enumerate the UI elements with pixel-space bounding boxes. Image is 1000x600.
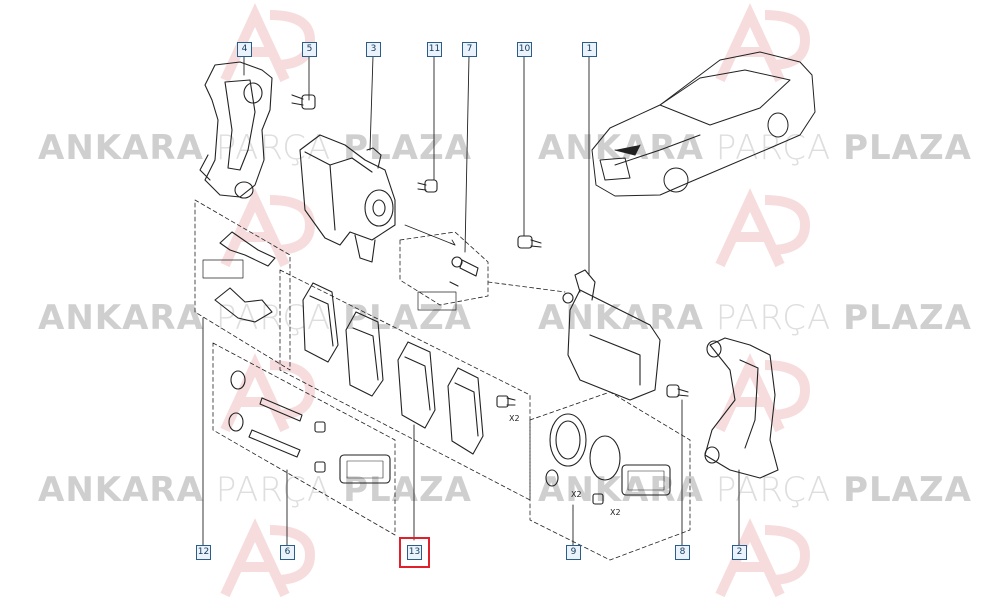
caliper-body-3 bbox=[299, 134, 396, 263]
caliper-bracket-2 bbox=[704, 337, 779, 479]
callout-10: 10 bbox=[517, 42, 532, 57]
brake-pads-13 bbox=[302, 282, 516, 455]
quantity-label: X2 bbox=[610, 508, 621, 517]
ap-logo-mark bbox=[715, 188, 811, 268]
dashed-group-outlines bbox=[194, 199, 691, 561]
caliper-bracket-4 bbox=[199, 61, 273, 199]
callout-4: 4 bbox=[237, 42, 252, 57]
caliper-body-1 bbox=[562, 269, 661, 401]
bolt-8 bbox=[666, 384, 689, 398]
callout-7: 7 bbox=[462, 42, 477, 57]
callout-11: 11 bbox=[427, 42, 442, 57]
ap-logo-mark bbox=[220, 353, 316, 433]
callout-6: 6 bbox=[280, 545, 295, 560]
callout-5: 5 bbox=[302, 42, 317, 57]
bolt-10 bbox=[517, 235, 542, 249]
bolt-11 bbox=[417, 179, 438, 193]
callout-1: 1 bbox=[582, 42, 597, 57]
callout-9: 9 bbox=[566, 545, 581, 560]
callout-3: 3 bbox=[366, 42, 381, 57]
callout-2: 2 bbox=[732, 545, 747, 560]
spring-clips-12 bbox=[202, 231, 276, 323]
bleed-screw-7 bbox=[449, 256, 479, 287]
callout-12: 12 bbox=[196, 545, 211, 560]
callout-13-highlighted: 13 bbox=[399, 537, 430, 568]
guide-pins-6 bbox=[228, 370, 391, 484]
seal-kit-9 bbox=[545, 413, 671, 505]
callout-8: 8 bbox=[675, 545, 690, 560]
leader-lines bbox=[202, 55, 740, 546]
ap-logo-mark bbox=[715, 518, 811, 598]
ap-logo-mark bbox=[220, 518, 316, 598]
ap-logo-mark bbox=[220, 188, 316, 268]
bolt-5 bbox=[291, 94, 316, 110]
car-illustration bbox=[591, 51, 816, 197]
quantity-label: X2 bbox=[571, 490, 582, 499]
quantity-label: X2 bbox=[509, 414, 520, 423]
assembly-arrows bbox=[404, 224, 456, 246]
